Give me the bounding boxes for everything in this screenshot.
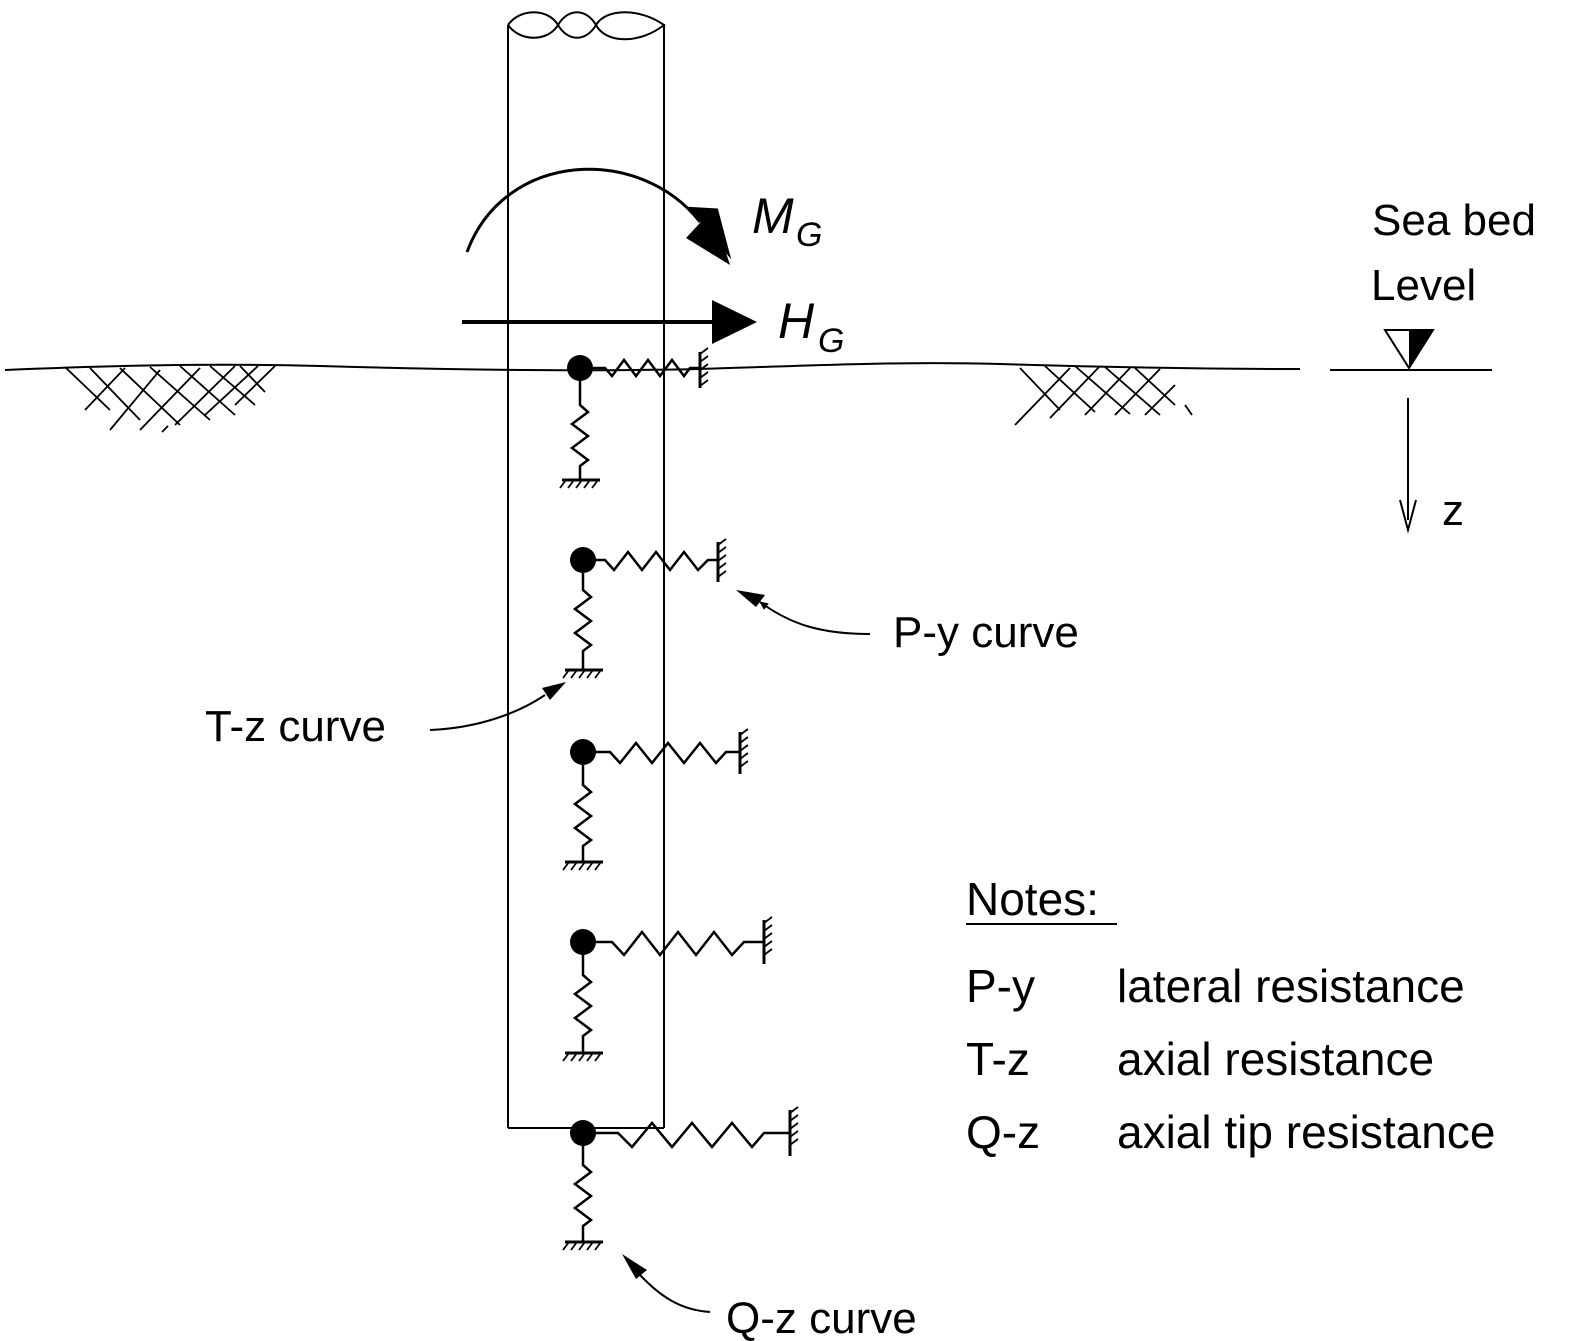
- tz-callout-leader: [429, 694, 546, 731]
- qz-callout-arrowhead: [622, 1254, 647, 1279]
- py-curve-label: P-y curve: [893, 608, 1079, 657]
- soil-spring-node-1: [559, 347, 709, 489]
- soil-hatch-right: [1014, 365, 1193, 426]
- note-term: T-z: [966, 1033, 1030, 1085]
- seabed-label-line2: Level: [1371, 261, 1476, 310]
- note-description: axial resistance: [1117, 1033, 1434, 1085]
- soil-spring-node-4: [562, 916, 773, 1062]
- pile-break-line: [507, 11, 666, 41]
- tz-curve-label: T-z curve: [205, 702, 386, 751]
- depth-axis-label: z: [1442, 486, 1464, 535]
- qz-curve-label: Q-z curve: [726, 1294, 917, 1341]
- force-subscript: G: [818, 322, 844, 360]
- force-symbol: H: [778, 293, 815, 349]
- moment-symbol: M: [752, 188, 794, 244]
- soil-hatch-left: [64, 365, 276, 433]
- soil-spring-node-5: [562, 1106, 799, 1251]
- note-term: P-y: [966, 960, 1035, 1012]
- horizontal-force-arrow: [462, 300, 757, 344]
- moment-subscript: G: [796, 216, 822, 254]
- note-description: axial tip resistance: [1117, 1106, 1495, 1158]
- py-callout-leader: [759, 601, 871, 635]
- tz-callout-arrowhead: [542, 682, 566, 700]
- note-description: lateral resistance: [1117, 960, 1465, 1012]
- note-term: Q-z: [966, 1106, 1040, 1158]
- soil-spring-node-3: [562, 728, 749, 871]
- seabed-level-symbol: [1330, 329, 1492, 371]
- qz-callout-leader: [639, 1274, 711, 1313]
- notes-heading: Notes:: [966, 873, 1099, 925]
- depth-axis-arrow: [1399, 398, 1417, 534]
- seabed-label-line1: Sea bed: [1372, 196, 1536, 245]
- moment-arrow: [465, 167, 732, 265]
- py-callout-arrowhead: [736, 590, 765, 607]
- soil-spring-node-2: [562, 538, 727, 679]
- notes-box: Notes: P-y lateral resistance T-z axial …: [966, 873, 1495, 1158]
